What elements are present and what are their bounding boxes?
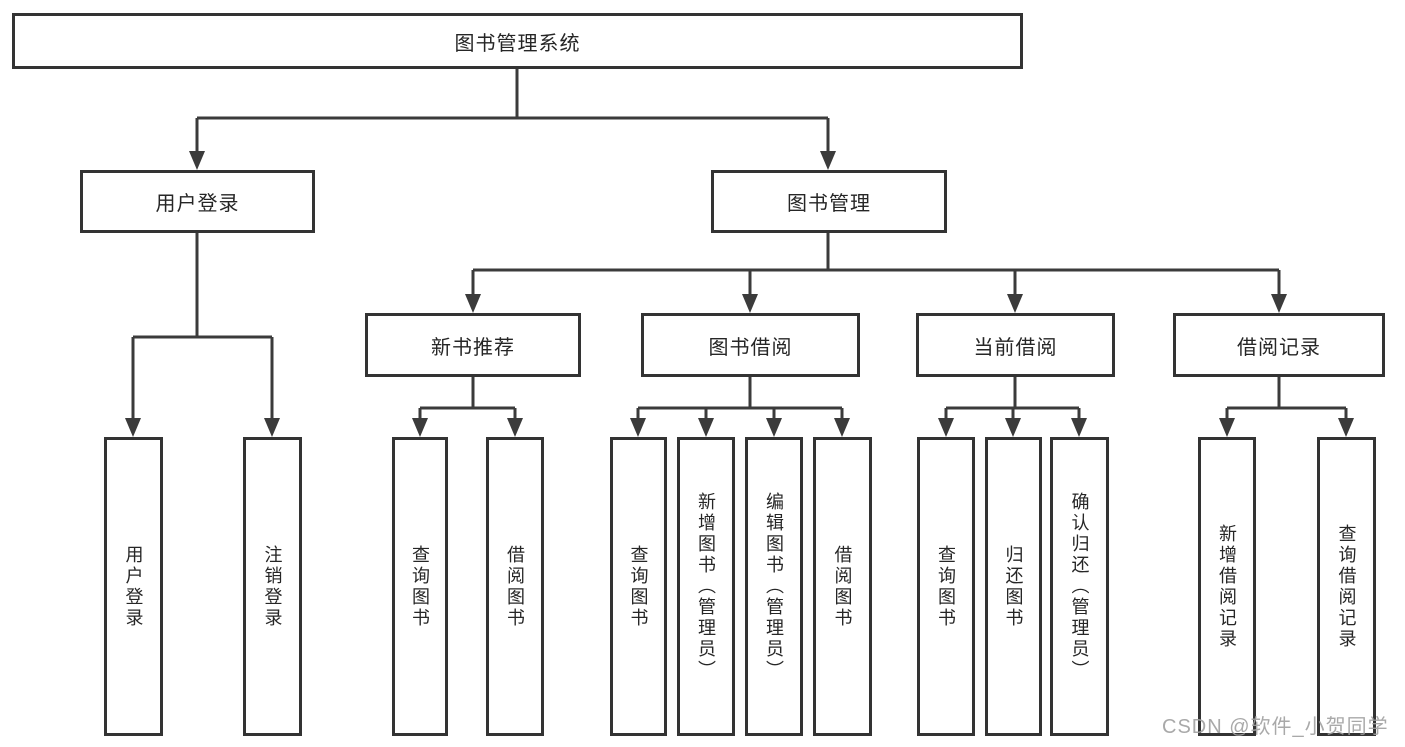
node-label: 查询借阅记录 xyxy=(1336,523,1357,650)
node-leaf-add-borrow-record: 新增借阅记录 xyxy=(1198,437,1256,736)
node-label: 新增借阅记录 xyxy=(1217,523,1237,650)
node-label: 新书推荐 xyxy=(431,336,515,359)
node-branch-user-login: 用户登录 xyxy=(80,170,315,233)
node-branch-book-management: 图书管理 xyxy=(711,170,947,233)
node-label: 图书管理系统 xyxy=(454,32,581,55)
node-leaf-edit-books-admin: 编辑图书（管理员） xyxy=(745,437,803,736)
node-leaf-query-books-recommend: 查询图书 xyxy=(392,437,448,736)
node-group-book-borrowing: 图书借阅 xyxy=(641,313,860,377)
node-label: 图书借阅 xyxy=(708,336,793,359)
node-group-borrowing-records: 借阅记录 xyxy=(1173,313,1385,377)
node-label: 编辑图书（管理员） xyxy=(764,492,784,681)
node-label: 查询图书 xyxy=(628,544,649,629)
node-label: 当前借阅 xyxy=(973,336,1058,359)
node-leaf-borrow-books-recommend: 借阅图书 xyxy=(486,437,544,736)
node-label: 新增图书（管理员） xyxy=(696,492,716,681)
node-leaf-query-books-current: 查询图书 xyxy=(917,437,975,736)
node-leaf-borrow-books: 借阅图书 xyxy=(813,437,872,736)
node-label: 查询图书 xyxy=(410,544,430,629)
node-leaf-logout: 注销登录 xyxy=(243,437,302,736)
node-label: 注销登录 xyxy=(262,544,283,629)
node-label: 借阅图书 xyxy=(505,544,525,629)
node-label: 归还图书 xyxy=(1003,544,1024,629)
node-label: 确认归还（管理员） xyxy=(1069,492,1090,681)
node-group-new-book-recommend: 新书推荐 xyxy=(365,313,581,377)
node-leaf-query-books-borrowing: 查询图书 xyxy=(610,437,667,736)
node-label: 图书管理 xyxy=(787,193,871,215)
node-label: 用户登录 xyxy=(123,544,144,629)
node-root-system: 图书管理系统 xyxy=(12,13,1023,69)
node-leaf-user-login: 用户登录 xyxy=(104,437,163,736)
connector-path xyxy=(131,69,1348,425)
node-leaf-query-borrow-record: 查询借阅记录 xyxy=(1317,437,1376,736)
node-group-current-borrowing: 当前借阅 xyxy=(916,313,1115,377)
node-leaf-confirm-return-admin: 确认归还（管理员） xyxy=(1050,437,1109,736)
node-label: 查询图书 xyxy=(936,544,956,629)
node-label: 借阅图书 xyxy=(832,544,853,629)
csdn-watermark: CSDN @软件_小贺同学 xyxy=(1162,716,1389,738)
node-label: 用户登录 xyxy=(155,193,240,215)
node-leaf-add-books-admin: 新增图书（管理员） xyxy=(677,437,735,736)
node-label: 借阅记录 xyxy=(1237,336,1321,359)
node-leaf-return-books: 归还图书 xyxy=(985,437,1042,736)
